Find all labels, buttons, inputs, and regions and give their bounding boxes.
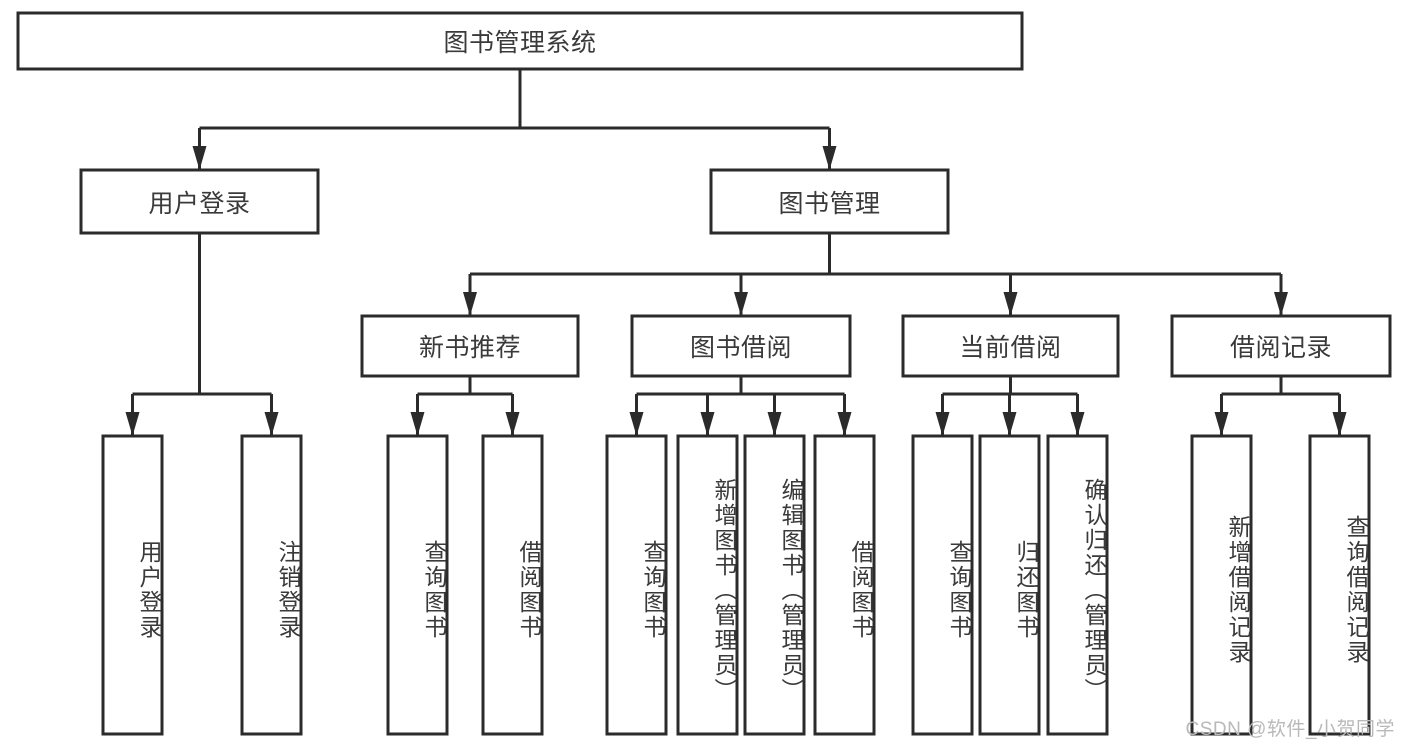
arrow-head-icon bbox=[837, 412, 852, 436]
node-box-leaf_9[interactable] bbox=[978, 434, 1041, 736]
arrow-head-icon bbox=[410, 412, 425, 436]
node-box-l3_1[interactable] bbox=[630, 314, 852, 378]
node-box-leaf_7[interactable] bbox=[813, 434, 876, 736]
node-box-l3_3[interactable] bbox=[1170, 314, 1392, 378]
node-box-leaf_4[interactable] bbox=[605, 434, 668, 736]
watermark: CSDN @软件_小贺同学 bbox=[1185, 719, 1395, 740]
arrow-head-icon bbox=[192, 146, 207, 170]
arrow-head-icon bbox=[1274, 292, 1288, 316]
arrow-head-icon bbox=[822, 146, 837, 170]
arrow-head-icon bbox=[505, 412, 520, 436]
arrow-head-icon bbox=[264, 412, 279, 436]
node-box-leaf_10[interactable] bbox=[1046, 434, 1109, 736]
arrow-head-icon bbox=[935, 412, 950, 436]
arrow-head-icon bbox=[700, 412, 715, 436]
node-box-leaf_2[interactable] bbox=[386, 434, 449, 736]
arrow-head-icon bbox=[463, 292, 477, 316]
arrow-head-icon bbox=[734, 292, 748, 316]
node-box-l3_2[interactable] bbox=[901, 314, 1120, 378]
arrow-head-icon bbox=[1002, 412, 1017, 436]
node-box-leaf_1[interactable] bbox=[240, 434, 303, 736]
node-box-l3_0[interactable] bbox=[360, 314, 580, 378]
arrow-head-icon bbox=[125, 412, 140, 436]
node-box-leaf_3[interactable] bbox=[481, 434, 544, 736]
node-box-leaf_8[interactable] bbox=[911, 434, 974, 736]
node-box-leaf_5[interactable] bbox=[676, 434, 739, 736]
arrow-head-icon bbox=[1332, 412, 1347, 436]
node-box-leaf_6[interactable] bbox=[743, 434, 806, 736]
arrow-head-icon bbox=[767, 412, 782, 436]
node-box-leaf_11[interactable] bbox=[1190, 434, 1253, 736]
arrow-head-icon bbox=[629, 412, 644, 436]
node-box-l2_1[interactable] bbox=[709, 168, 950, 235]
arrow-head-icon bbox=[1003, 292, 1018, 316]
node-box-l2_0[interactable] bbox=[79, 168, 320, 235]
edge-layer bbox=[125, 69, 1347, 436]
node-box-root[interactable] bbox=[16, 11, 1024, 71]
node-layer bbox=[16, 11, 1392, 736]
node-box-leaf_0[interactable] bbox=[101, 434, 164, 736]
arrow-head-icon bbox=[1214, 412, 1229, 436]
node-box-leaf_12[interactable] bbox=[1308, 434, 1371, 736]
arrow-head-icon bbox=[1070, 412, 1085, 436]
